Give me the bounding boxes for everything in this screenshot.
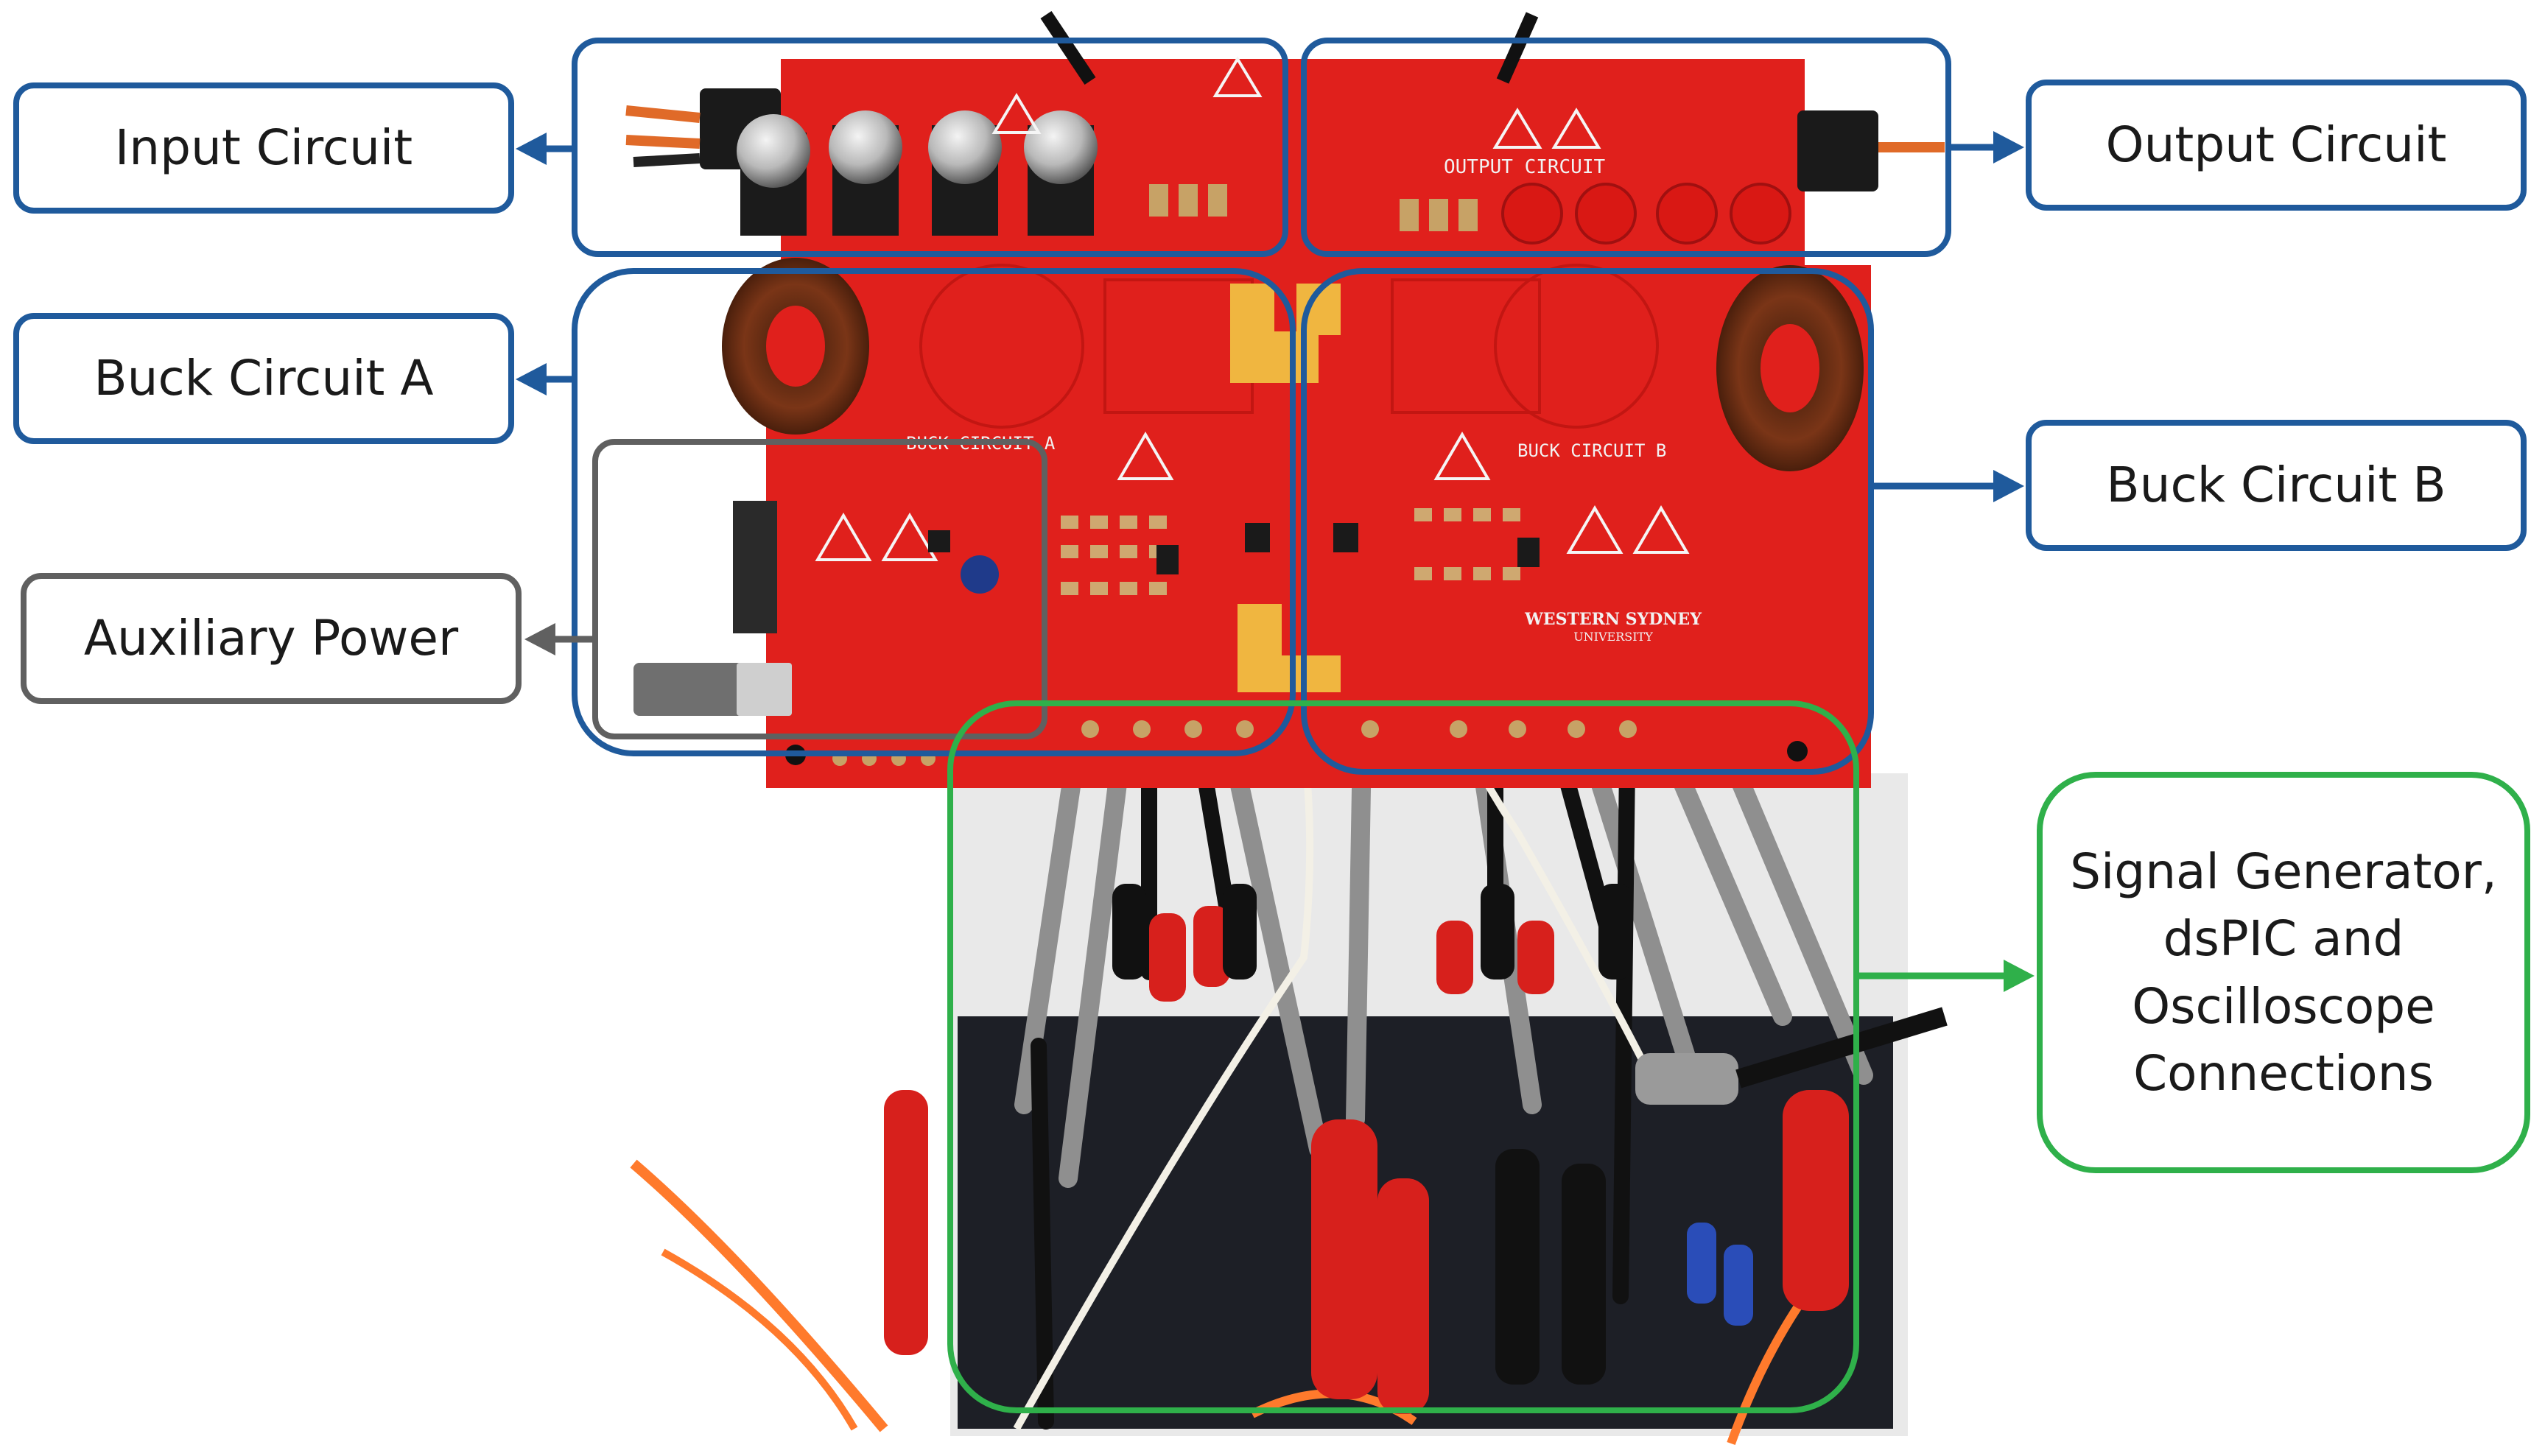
label-buck-a-text: Buck Circuit A <box>94 350 434 407</box>
upper-pcb: OUTPUT CIRCUIT <box>625 11 1945 272</box>
input-capacitors <box>737 110 1098 236</box>
silk-buck-b: BUCK CIRCUIT B <box>1517 440 1666 461</box>
label-signal-connections: Signal Generator, dsPIC and Oscilloscope… <box>2037 772 2530 1173</box>
label-signal-connections-text: Signal Generator, dsPIC and Oscilloscope… <box>2070 843 2497 1102</box>
label-buck-a: Buck Circuit A <box>13 313 514 444</box>
label-input-circuit-text: Input Circuit <box>114 119 413 177</box>
label-aux-power-text: Auxiliary Power <box>83 610 459 667</box>
inductor-b <box>1716 265 1864 471</box>
label-output-circuit: Output Circuit <box>2026 80 2527 211</box>
silk-university-sub: UNIVERSITY <box>1573 630 1653 644</box>
region-outlines <box>572 38 1951 1413</box>
label-buck-b: Buck Circuit B <box>2026 420 2527 551</box>
aux-power-region <box>592 439 1047 739</box>
signal-connections-region <box>947 700 1859 1413</box>
silk-output-circuit: OUTPUT CIRCUIT <box>1444 156 1605 178</box>
label-aux-power: Auxiliary Power <box>21 573 522 704</box>
inductor-a <box>722 258 869 435</box>
buck-a-region <box>572 268 1296 756</box>
label-input-circuit: Input Circuit <box>13 82 514 214</box>
silk-university: WESTERN SYDNEY <box>1524 610 1702 629</box>
main-pcb: BUCK CIRCUIT A BUCK CIRCUIT B WESTERN SY… <box>633 258 1871 788</box>
label-buck-b-text: Buck Circuit B <box>2106 457 2446 514</box>
label-output-circuit-text: Output Circuit <box>2105 116 2447 174</box>
buck-b-region <box>1301 268 1874 775</box>
arrows <box>516 131 2035 992</box>
